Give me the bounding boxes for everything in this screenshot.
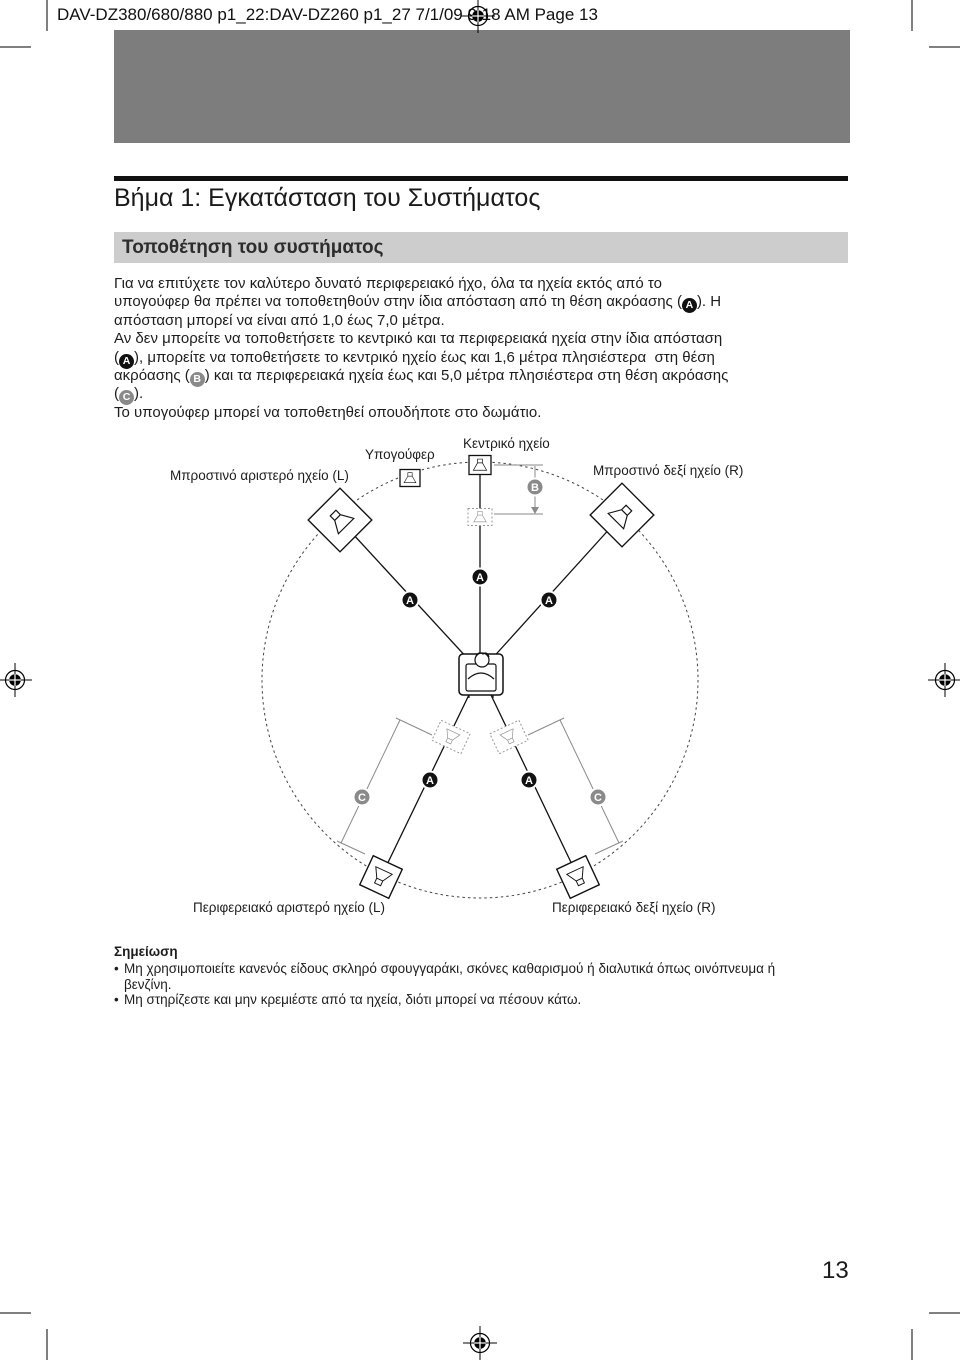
text-run: Το υπογούφερ μπορεί να τοποθετηθεί οπουδ… <box>114 403 542 421</box>
equal-distance-circle <box>261 461 699 899</box>
note-item: Μη στηρίζεστε και μην κρεμιέστε από τα η… <box>114 992 804 1008</box>
text-run: Αν δεν μπορείτε να τοποθετήσετε το κεντρ… <box>114 330 723 348</box>
front-right-speaker-icon <box>589 482 655 548</box>
text-line: ακρόασης (B) και τα περιφερειακά ηχεία έ… <box>114 366 729 387</box>
marker-letter: A <box>525 775 533 787</box>
center-speaker-label: Κεντρικό ηχείο <box>463 436 550 451</box>
surround-left-speaker-icon <box>358 854 404 900</box>
marker-c-badge: C <box>119 390 134 406</box>
marker-b-badge: B <box>189 371 205 387</box>
marker-letter: A <box>426 775 434 787</box>
armchair-icon <box>458 652 504 698</box>
text-line: υπογούφερ θα πρέπει να τοποθετηθούν στην… <box>114 293 728 314</box>
marker-letter: B <box>531 482 539 494</box>
text-run: υπογούφερ θα πρέπει να τοποθετηθούν στην… <box>114 293 682 311</box>
front-right-speaker-label: Μπροστινό δεξί ηχείο (R) <box>593 463 744 478</box>
surround-right-speaker-label: Περιφερειακό δεξί ηχείο (R) <box>552 900 716 915</box>
front-left-speaker-icon <box>307 487 373 553</box>
surround-left-speaker-label: Περιφερειακό αριστερό ηχείο (L) <box>193 900 386 915</box>
text-run: ακρόασης ( <box>114 366 190 384</box>
text-run: ( <box>114 385 119 403</box>
center-speaker-closer-position-icon <box>467 508 493 526</box>
distance-marker-a: A <box>400 590 420 610</box>
section-heading-bar: Τοποθέτηση του συστήματος <box>114 232 848 263</box>
note-list: Μη χρησιμοποιείτε κανενός είδους σκληρό … <box>114 961 804 1008</box>
distance-marker-a: A <box>420 770 440 790</box>
front-left-speaker-label: Μπροστινό αριστερό ηχείο (L) <box>170 468 349 483</box>
registration-mark-icon <box>460 0 496 34</box>
text-run: ). <box>134 385 144 403</box>
text-run: ), μπορείτε να τοποθετήσετε το κεντρικό … <box>134 348 715 366</box>
distance-marker-b: B <box>525 477 545 497</box>
text-line: απόσταση μπορεί να είναι από 1,0 έως 7,0… <box>114 312 728 330</box>
intro-text: Για να επιτύχετε τον καλύτερο δυνατό περ… <box>114 275 728 422</box>
text-run: ( <box>114 348 119 366</box>
text-run: ) και τα περιφερειακά ηχεία έως και 5,0 … <box>204 366 729 384</box>
registration-mark-icon <box>0 662 33 698</box>
marker-letter: C <box>594 792 602 804</box>
page-number: 13 <box>822 1257 849 1284</box>
registration-mark-icon <box>927 662 960 698</box>
marker-a-badge: A <box>681 298 697 314</box>
b-arrowhead-icon <box>531 507 539 514</box>
marker-a-badge: A <box>119 353 134 369</box>
subwoofer-icon <box>399 468 421 488</box>
surround-left-closer-position-icon <box>431 719 471 755</box>
c-offset-dimension-left <box>336 717 433 855</box>
page-title: Βήμα 1: Εγκατάσταση του Συστήματος <box>114 184 541 212</box>
marker-letter: C <box>358 792 366 804</box>
text-run: απόσταση μπορεί να είναι από 1,0 έως 7,0… <box>114 311 445 329</box>
distance-marker-c: C <box>588 787 608 807</box>
text-line: Για να επιτύχετε τον καλύτερο δυνατό περ… <box>114 275 728 293</box>
note-block: Σημείωση Μη χρησιμοποιείτε κανενός είδου… <box>114 944 804 1008</box>
c-offset-dimension-right <box>527 717 624 855</box>
print-slug: DAV-DZ380/680/880 p1_22:DAV-DZ260 p1_27 … <box>57 5 598 24</box>
surround-right-speaker-icon <box>555 854 601 900</box>
text-line: Αν δεν μπορείτε να τοποθετήσετε το κεντρ… <box>114 330 728 348</box>
subwoofer-label: Υπογούφερ <box>365 447 435 462</box>
surround-right-closer-position-icon <box>489 719 529 755</box>
marker-letter: A <box>476 572 484 584</box>
text-run: ). Η <box>696 293 722 311</box>
distance-marker-c: C <box>352 787 372 807</box>
speaker-placement-diagram: A A A A A B C C <box>261 454 699 900</box>
marker-letter: A <box>545 595 553 607</box>
text-line: (C). <box>114 385 728 406</box>
note-heading: Σημείωση <box>114 944 178 959</box>
marker-letter: A <box>406 595 414 607</box>
text-run: Για να επιτύχετε τον καλύτερο δυνατό περ… <box>114 275 662 292</box>
distance-marker-a: A <box>470 567 490 587</box>
center-speaker-icon <box>468 454 492 476</box>
distance-marker-a: A <box>539 590 559 610</box>
registration-mark-icon <box>462 1325 498 1360</box>
text-line: (A), μπορείτε να τοποθετήσετε το κεντρικ… <box>114 348 728 369</box>
header-banner <box>114 30 850 143</box>
note-item: Μη χρησιμοποιείτε κανενός είδους σκληρό … <box>114 961 804 992</box>
title-rule <box>114 176 848 181</box>
distance-marker-a: A <box>519 770 539 790</box>
section-heading: Τοποθέτηση του συστήματος <box>122 237 384 258</box>
text-line: Το υπογούφερ μπορεί να τοποθετηθεί οπουδ… <box>114 404 728 422</box>
